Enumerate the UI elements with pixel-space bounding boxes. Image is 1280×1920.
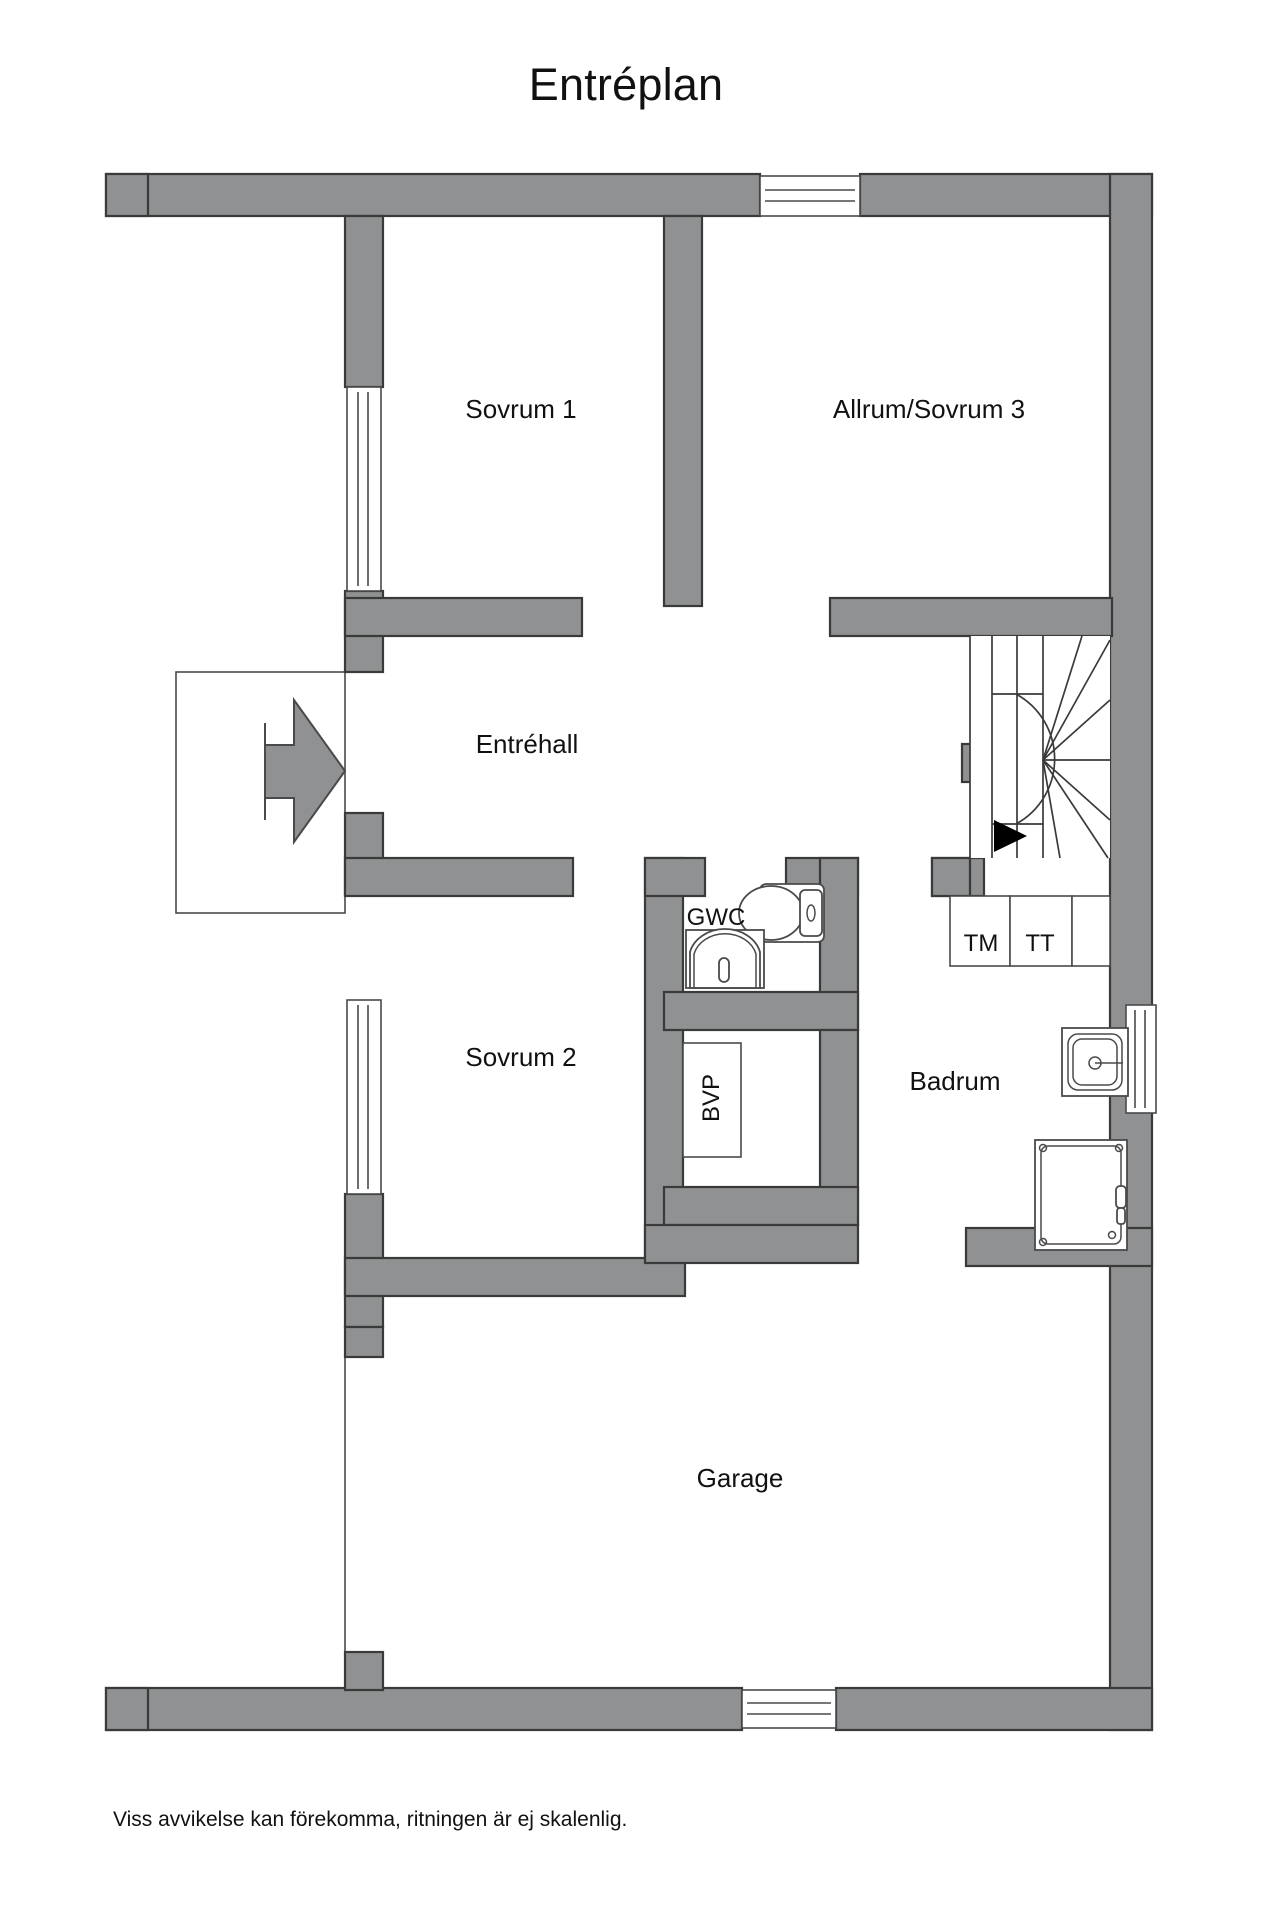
appliance-label-tt: TT — [1025, 930, 1055, 957]
window-sovrum-1 — [346, 386, 382, 592]
page-title: Entréplan — [528, 59, 724, 110]
washbasin-fixture — [685, 928, 765, 989]
room-label-bvp: BVP — [698, 1073, 725, 1123]
disclaimer-text: Viss avvikelse kan förekomma, ritningen … — [113, 1808, 628, 1831]
room-label-badrum: Badrum — [909, 1066, 1001, 1096]
entrance-arrow — [264, 696, 347, 846]
stair-direction-arrow — [994, 820, 1027, 852]
appliance-boxes — [949, 895, 1111, 967]
room-label-garage: Garage — [696, 1463, 784, 1493]
room-label-gwc: GWC — [686, 904, 746, 931]
window-badrum-east — [1125, 1004, 1157, 1114]
window-sovrum-2 — [346, 999, 382, 1195]
room-label-entrehall: Entréhall — [475, 729, 579, 759]
window-north — [759, 175, 861, 217]
bathroom-sink-fixture — [1061, 1027, 1129, 1097]
staircase — [969, 635, 1111, 859]
room-label-sovrum-2: Sovrum 2 — [465, 1042, 577, 1072]
exterior-walls — [104, 172, 1154, 1732]
window-south — [741, 1689, 837, 1729]
appliance-label-tm: TM — [963, 930, 999, 957]
room-label-sovrum-1: Sovrum 1 — [465, 394, 577, 424]
room-label-allrum-sovrum-3: Allrum/Sovrum 3 — [832, 394, 1026, 424]
shower-enclosure-fixture — [1034, 1139, 1128, 1251]
toilet-fixture — [738, 883, 825, 943]
bvp-closet — [682, 1042, 742, 1158]
